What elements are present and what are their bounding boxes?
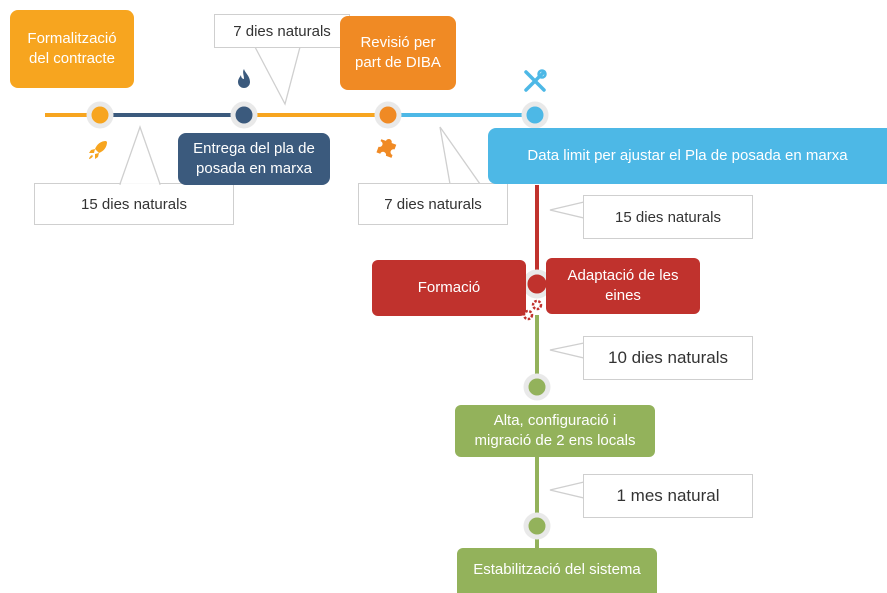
milestone-label: Entrega del pla de posada en marxa [193,139,315,177]
milestone-alta: Alta, configuració i migració de 2 ens l… [455,405,655,457]
milestone-label: Alta, configuració i migració de 2 ens l… [474,411,636,449]
milestone-label: Revisió per part de DIBA [355,33,441,71]
duration-label: 15 dies naturals [81,195,187,213]
duration-callout-15-dies-b: 15 dies naturals [583,195,753,239]
node-formalitzacio [86,101,114,129]
milestone-data-limit: Data limit per ajustar el Pla de posada … [488,128,887,184]
milestone-formalitzacio: Formalització del contracte [10,10,134,88]
callout-pointer [439,126,482,185]
milestone-estabilitzacio: Estabilització del sistema [457,548,657,593]
duration-callout-15-dies-a: 15 dies naturals [34,183,234,225]
node-alta [523,373,551,401]
milestone-label: Adaptació de les eines [567,266,679,304]
callout-pointer [253,46,301,106]
milestone-adaptacio: Adaptació de les eines [546,258,700,314]
puzzle-icon [376,138,397,158]
duration-label: 7 dies naturals [233,22,331,40]
callout-pointer [549,342,585,359]
duration-callout-10-dies: 10 dies naturals [583,336,753,380]
callout-pointer [549,201,585,219]
node-data-limit [521,101,549,129]
milestone-label: Formació [417,278,481,296]
node-entrega [230,101,258,129]
gears-icon [522,299,543,321]
duration-callout-7-dies-b: 7 dies naturals [358,183,508,225]
milestone-formacio: Formació [372,260,526,316]
duration-callout-7-dies-a: 7 dies naturals [214,14,350,48]
milestone-revisio: Revisió per part de DIBA [340,16,456,90]
duration-label: 1 mes natural [616,486,720,505]
milestone-label: Data limit per ajustar el Pla de posada … [527,146,848,164]
node-estabilitzacio [523,512,551,540]
tools-icon [524,69,547,92]
milestone-entrega: Entrega del pla de posada en marxa [178,133,330,185]
callout-pointer [119,125,161,185]
milestone-label: Estabilització del sistema [473,561,641,579]
duration-callout-1-mes: 1 mes natural [583,474,753,518]
duration-label: 7 dies naturals [384,195,482,213]
node-revisio [374,101,402,129]
rocket-icon [89,141,107,159]
duration-label: 10 dies naturals [607,348,729,367]
milestone-label: Formalització del contracte [27,29,117,67]
duration-label: 15 dies naturals [615,208,721,226]
callout-pointer [549,481,585,499]
flame-icon [238,69,250,88]
